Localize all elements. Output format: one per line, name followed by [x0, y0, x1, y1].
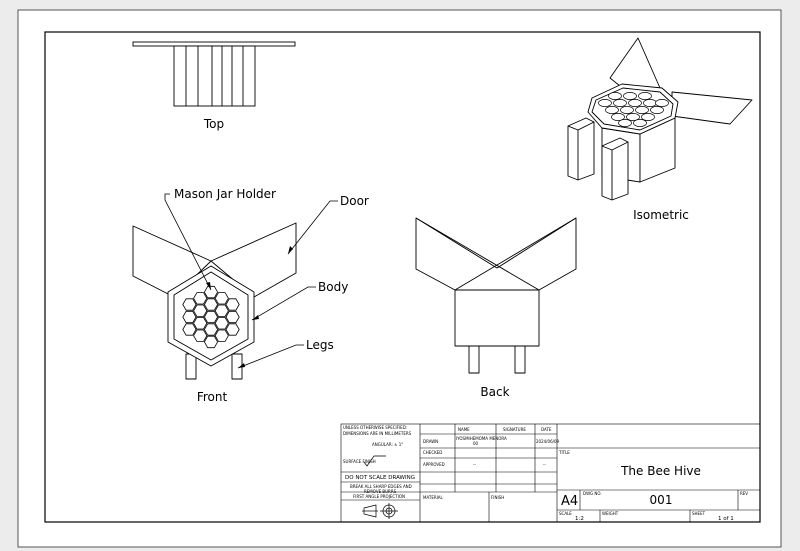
- body-leader: [251, 286, 316, 321]
- jar-cell: [182, 323, 197, 336]
- mason-jar-holder-leader: [164, 193, 212, 291]
- jar-cell: [203, 310, 219, 324]
- iso-jar-cell: [628, 99, 642, 107]
- tb-sheet: 1 of 1: [718, 516, 734, 522]
- tb-approved-name: --: [473, 462, 476, 467]
- iso-jar-cell: [643, 99, 657, 107]
- jar-cell: [225, 310, 240, 324]
- iso-jar-cell: [650, 106, 664, 114]
- tb-material: MATERIAL: [423, 495, 444, 500]
- iso-jar-cell: [598, 99, 612, 107]
- top-view: [132, 41, 296, 107]
- iso-jar-cell: [655, 99, 669, 107]
- jar-cell: [182, 298, 197, 311]
- jar-cell: [193, 292, 208, 305]
- jar-cell: [182, 310, 197, 324]
- tb-approved-date: --: [543, 462, 546, 467]
- tb-row-drawn: DRAWN: [423, 439, 438, 444]
- front-jar-cells: [182, 285, 240, 349]
- iso-jar-cell: [633, 119, 647, 127]
- legs-callout: Legs: [306, 338, 334, 352]
- tb-sheet-label: SHEET: [692, 511, 706, 516]
- jar-cell: [193, 317, 208, 330]
- tb-surface-finish: SURFACE FINISH: [343, 459, 376, 464]
- door-callout: Door: [340, 194, 369, 208]
- drawing-title: The Bee Hive: [620, 464, 701, 478]
- jar-cell: [203, 298, 219, 311]
- tb-dwg-no-label: DWG NO.: [583, 491, 602, 496]
- tb-row-checked: CHECKED: [423, 450, 442, 455]
- jar-cell: [203, 285, 219, 299]
- surface-finish-icon: [363, 455, 386, 467]
- tb-projection: FIRST ANGLE PROJECTION: [353, 494, 405, 499]
- title-block: [340, 423, 761, 523]
- tb-header-name: NAME: [458, 427, 470, 432]
- jar-cell: [225, 298, 240, 311]
- iso-jar-cell: [611, 113, 625, 121]
- tb-note-1: UNLESS OTHERWISE SPECIFIED:: [343, 425, 407, 430]
- callout-leaders: [164, 193, 338, 369]
- mason-jar-holder-callout: Mason Jar Holder: [174, 187, 276, 201]
- iso-jar-cell: [605, 106, 619, 114]
- jar-cell: [193, 304, 208, 317]
- iso-jar-cell: [613, 99, 627, 107]
- tb-note-2: DIMENSIONS ARE IN MILLIMETERS: [343, 431, 412, 436]
- iso-jar-cell: [626, 113, 640, 121]
- jar-cell: [214, 329, 229, 342]
- tb-drawn-name-1: IYOSMIHEMOMA MENORA: [456, 436, 507, 441]
- jar-cell: [225, 323, 240, 336]
- isometric-view-label: Isometric: [633, 208, 689, 222]
- jar-cell: [203, 335, 219, 349]
- tb-drawn-name-2: 00: [473, 441, 479, 446]
- body-callout: Body: [318, 280, 348, 294]
- projection-symbol-icon: [362, 503, 398, 519]
- tb-drawn-date: 2024/06/09: [536, 439, 560, 444]
- tb-angular: ANGULAR: ± 1°: [372, 442, 403, 447]
- jar-cell: [214, 304, 229, 317]
- jar-cell: [193, 329, 208, 342]
- iso-jar-cell: [635, 106, 649, 114]
- tb-scale-label: SCALE: [559, 511, 572, 516]
- jar-cell: [214, 317, 229, 330]
- tb-dwg-no: 001: [650, 493, 673, 507]
- tb-break-edges-1: BREAK ALL SHARP EDGES AND: [350, 484, 412, 489]
- tb-finish: FINISH: [491, 495, 504, 500]
- tb-scale: 1:2: [575, 516, 584, 522]
- iso-jar-cell: [638, 92, 652, 100]
- tb-sheet-size: A4: [561, 494, 578, 509]
- back-view-label: Back: [480, 385, 509, 399]
- door-leader: [287, 200, 338, 255]
- legs-leader: [237, 344, 304, 369]
- iso-jar-cell: [620, 106, 634, 114]
- tb-do-not-scale: DO NOT SCALE DRAWING: [345, 475, 415, 481]
- jar-cell: [214, 292, 229, 305]
- tb-header-signature: SIGNATURE: [503, 427, 526, 432]
- iso-jar-cell: [618, 119, 632, 127]
- top-view-label: Top: [203, 117, 224, 131]
- tb-title-label: TITLE: [558, 450, 570, 455]
- front-view-label: Front: [197, 390, 228, 404]
- tb-row-approved: APPROVED: [423, 462, 445, 467]
- tb-header-date: DATE: [541, 427, 552, 432]
- iso-jar-cell: [623, 92, 637, 100]
- tb-break-edges-2: REMOVE BURRS: [364, 489, 397, 494]
- jar-cell: [203, 323, 219, 336]
- iso-jar-cell: [608, 92, 622, 100]
- isometric-jar-cells: [598, 92, 669, 127]
- tb-rev-label: REV: [740, 491, 748, 496]
- tb-weight-label: WEIGHT: [602, 511, 619, 516]
- iso-jar-cell: [641, 113, 655, 121]
- back-view: [415, 217, 577, 374]
